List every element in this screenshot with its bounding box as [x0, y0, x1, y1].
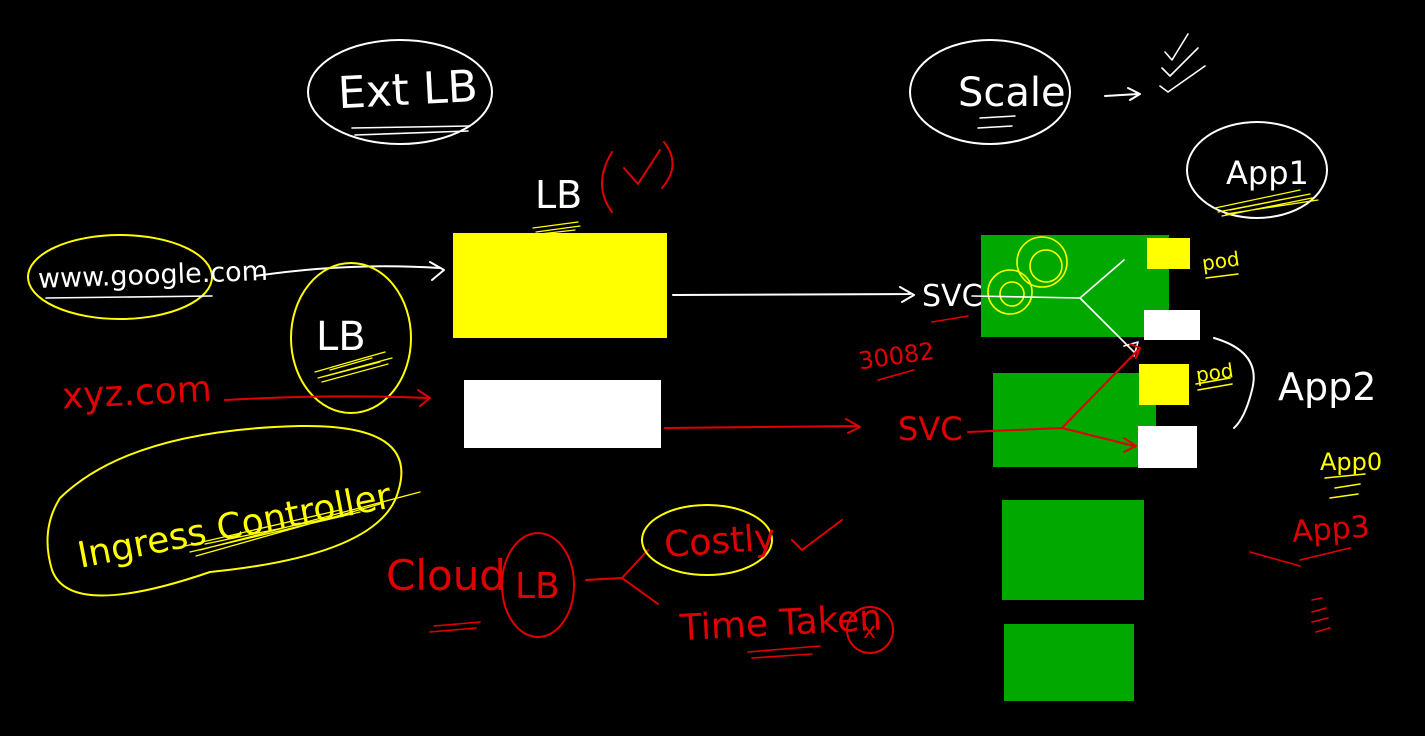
google-url-underline [45, 295, 213, 299]
pod-white-top [1144, 310, 1200, 340]
ext-lb-group: Ext LB [307, 39, 493, 145]
port-label: 30082 [857, 337, 937, 375]
ext-lb-underline [351, 125, 471, 136]
time-taken-underline [747, 645, 821, 659]
time-taken-group: Time Taken x [678, 598, 894, 659]
app2-label: App2 [1278, 365, 1376, 409]
app-top-right-label: App0 [1320, 448, 1382, 476]
lb-circle [290, 262, 412, 414]
costly-label: Costly [663, 517, 777, 566]
lb-top-underline [532, 221, 581, 235]
lb-to-svc-arrow [672, 286, 915, 303]
ingress-group: Ingress Controller [46, 424, 421, 597]
ext-lb-circle [307, 39, 493, 145]
svc-bottom-fanout [967, 343, 1141, 453]
costly-check-icon [791, 519, 843, 551]
lb-cloud-label: LB [515, 566, 560, 607]
cloud-lb-group: Cloud LB [386, 532, 659, 638]
lb-top-bracket-right [661, 141, 674, 189]
google-url-label: www.google.com [37, 256, 268, 295]
lb-top-label: LB [535, 173, 582, 217]
lb-circle-highlight [314, 351, 393, 383]
pod-top-underline [1205, 273, 1239, 279]
svc-bottom-label: SVC [898, 410, 963, 448]
google-to-lb-arrow [254, 261, 445, 281]
svc-top-fanout [971, 259, 1139, 357]
scale-underline [977, 115, 1016, 129]
lb-circle-label: LB [316, 314, 366, 360]
xyz-label: xyz.com [61, 369, 213, 418]
pod-yellow-mid [1139, 364, 1189, 405]
app2-bracket [1213, 337, 1255, 429]
lb-top-bracket-left [601, 151, 613, 213]
node1-swirl [987, 236, 1068, 315]
svc-top-underline [931, 315, 969, 323]
pod-white-mid [1138, 426, 1197, 468]
pod-top-label: pod [1200, 246, 1241, 275]
scale-checks-icon [1159, 33, 1206, 93]
cloud-underline [429, 621, 481, 633]
node-1 [981, 235, 1169, 337]
port-underline [877, 369, 915, 381]
cloud-branch [585, 549, 659, 605]
lb-top-group: LB [532, 141, 674, 235]
cloud-label: Cloud [386, 551, 506, 600]
app-top-right-underline [1324, 473, 1366, 499]
ingress-label: Ingress Controller [74, 476, 395, 577]
xyz-to-ingress-arrow [224, 389, 431, 407]
ingress-to-svc-arrow [664, 418, 861, 434]
google-url-group: www.google.com [27, 234, 445, 320]
lb-top-check-icon [623, 149, 661, 185]
time-taken-label: Time Taken [678, 598, 883, 650]
scale-circle [909, 39, 1071, 145]
google-url-circle [27, 234, 213, 320]
app3-underline [1249, 547, 1351, 567]
costly-circle [641, 504, 773, 576]
x-mark-circle [846, 606, 894, 654]
app3-label: App3 [1291, 510, 1371, 550]
load-balancer-box [453, 233, 667, 338]
app1-group: App1 [1186, 121, 1328, 219]
ext-lb-label: Ext LB [337, 61, 479, 119]
app1-circle [1186, 121, 1328, 219]
scale-arrow [1104, 87, 1141, 101]
node-3 [1002, 500, 1144, 600]
costly-group: Costly [641, 504, 843, 576]
ingress-circle [46, 424, 403, 597]
x-mark-label: x [863, 619, 876, 644]
lb-circle-group: LB [290, 262, 412, 414]
pod-mid-underline [1195, 377, 1233, 391]
node-2 [993, 373, 1156, 467]
app1-highlight [1214, 189, 1319, 217]
ingress-box [464, 380, 661, 448]
lb-cloud-circle [501, 532, 575, 638]
app3-dashes [1311, 597, 1331, 633]
ingress-highlight [184, 491, 421, 557]
node-4 [1004, 624, 1134, 701]
pod-yellow-top [1147, 238, 1190, 269]
scale-group: Scale [909, 33, 1206, 145]
scale-label: Scale [958, 70, 1066, 116]
xyz-group: xyz.com [61, 369, 431, 418]
app1-label: App1 [1226, 154, 1309, 192]
